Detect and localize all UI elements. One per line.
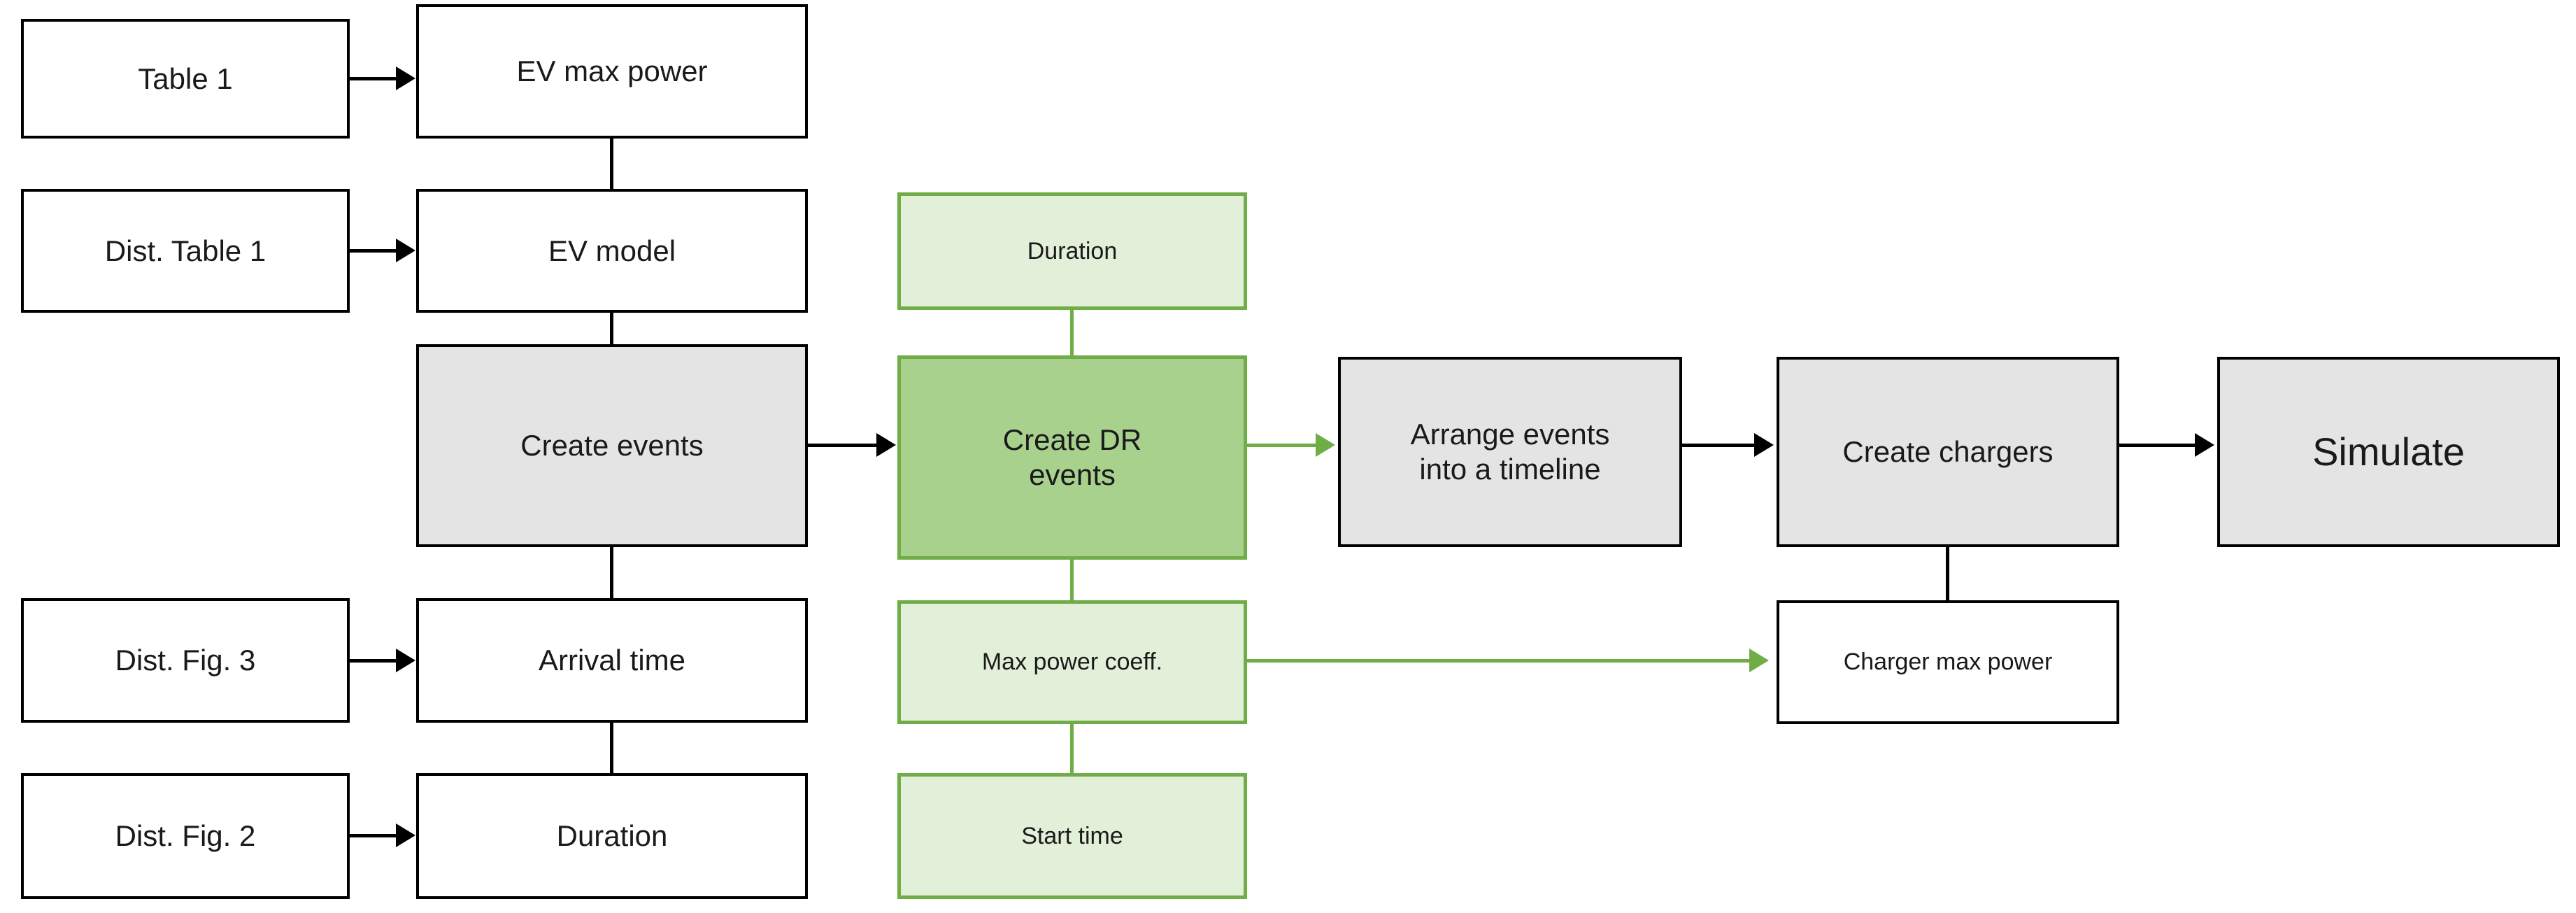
- node-ev-model-label: EV model: [548, 234, 676, 267]
- connector-create-chargers-to-simulate: [2119, 444, 2196, 447]
- connector-create-chargers-to-charger-max-power: [1946, 546, 1949, 600]
- node-create-chargers-label: Create chargers: [1842, 435, 2054, 469]
- connector-dr-duration-to-create-dr-events: [1070, 309, 1074, 358]
- node-arrival-time-label: Arrival time: [538, 644, 686, 677]
- node-dist-fig-3[interactable]: Dist. Fig. 3: [21, 598, 350, 723]
- connector-ev-model-to-create-events: [610, 311, 613, 346]
- node-ev-max-power-label: EV max power: [516, 55, 708, 88]
- arrowhead-arrange-events-to-create-chargers: [1754, 433, 1774, 457]
- node-start-time[interactable]: Start time: [897, 773, 1247, 899]
- connector-create-dr-events-to-arrange-events: [1247, 444, 1317, 447]
- node-table-1-label: Table 1: [138, 62, 233, 95]
- arrowhead-create-chargers-to-simulate: [2195, 433, 2214, 457]
- node-create-events[interactable]: Create events: [416, 344, 808, 547]
- connector-arrival-time-to-duration: [610, 723, 613, 775]
- connector-arrange-events-to-create-chargers: [1682, 444, 1756, 447]
- connector-max-power-coeff-to-charger-max-power: [1247, 659, 1751, 663]
- node-table-1[interactable]: Table 1: [21, 19, 350, 139]
- connector-create-events-to-arrival-time: [610, 546, 613, 600]
- node-charger-max-power[interactable]: Charger max power: [1777, 600, 2119, 724]
- node-max-power-coeff[interactable]: Max power coeff.: [897, 600, 1247, 724]
- connector-dist-fig3-to-arrival-time: [350, 659, 397, 663]
- arrowhead-max-power-coeff-to-charger-max-power: [1749, 649, 1769, 672]
- node-duration-left[interactable]: Duration: [416, 773, 808, 899]
- node-dr-duration[interactable]: Duration: [897, 192, 1247, 310]
- connector-create-events-to-create-dr-events: [808, 444, 878, 447]
- arrowhead-dist-fig3-to-arrival-time: [396, 649, 415, 672]
- node-charger-max-power-label: Charger max power: [1843, 649, 2053, 676]
- node-simulate-label: Simulate: [2312, 429, 2465, 474]
- arrowhead-dist-fig2-to-duration: [396, 823, 415, 847]
- node-arrival-time[interactable]: Arrival time: [416, 598, 808, 723]
- connector-ev-max-power-to-ev-model: [610, 137, 613, 192]
- node-dist-table-1-label: Dist. Table 1: [104, 234, 266, 267]
- arrowhead-dist-table1-to-ev-model: [396, 239, 415, 262]
- node-arrange-events-label: Arrange events into a timeline: [1410, 418, 1610, 486]
- node-start-time-label: Start time: [1021, 822, 1123, 849]
- node-dist-table-1[interactable]: Dist. Table 1: [21, 189, 350, 313]
- connector-max-power-coeff-to-start-time: [1070, 723, 1074, 775]
- node-arrange-events[interactable]: Arrange events into a timeline: [1338, 357, 1682, 547]
- node-max-power-coeff-label: Max power coeff.: [981, 649, 1163, 676]
- node-create-dr-events[interactable]: Create DR events: [897, 355, 1247, 560]
- node-dr-duration-label: Duration: [1027, 237, 1118, 264]
- node-simulate[interactable]: Simulate: [2217, 357, 2560, 547]
- connector-create-dr-events-to-max-power-coeff: [1070, 558, 1074, 600]
- arrowhead-table1-to-ev-max-power: [396, 66, 415, 90]
- connector-table1-to-ev-max-power: [350, 77, 397, 80]
- arrowhead-create-events-to-create-dr-events: [876, 433, 896, 457]
- node-dist-fig-2[interactable]: Dist. Fig. 2: [21, 773, 350, 899]
- node-create-chargers[interactable]: Create chargers: [1777, 357, 2119, 547]
- connector-dist-fig2-to-duration: [350, 834, 397, 837]
- arrowhead-create-dr-events-to-arrange-events: [1316, 433, 1335, 457]
- node-dist-fig-3-label: Dist. Fig. 3: [115, 644, 256, 677]
- node-duration-left-label: Duration: [556, 819, 668, 853]
- connector-dist-table1-to-ev-model: [350, 249, 397, 253]
- node-ev-max-power[interactable]: EV max power: [416, 4, 808, 139]
- node-create-dr-events-label: Create DR events: [1002, 423, 1142, 491]
- node-dist-fig-2-label: Dist. Fig. 2: [115, 819, 256, 853]
- node-create-events-label: Create events: [520, 429, 704, 462]
- node-ev-model[interactable]: EV model: [416, 189, 808, 313]
